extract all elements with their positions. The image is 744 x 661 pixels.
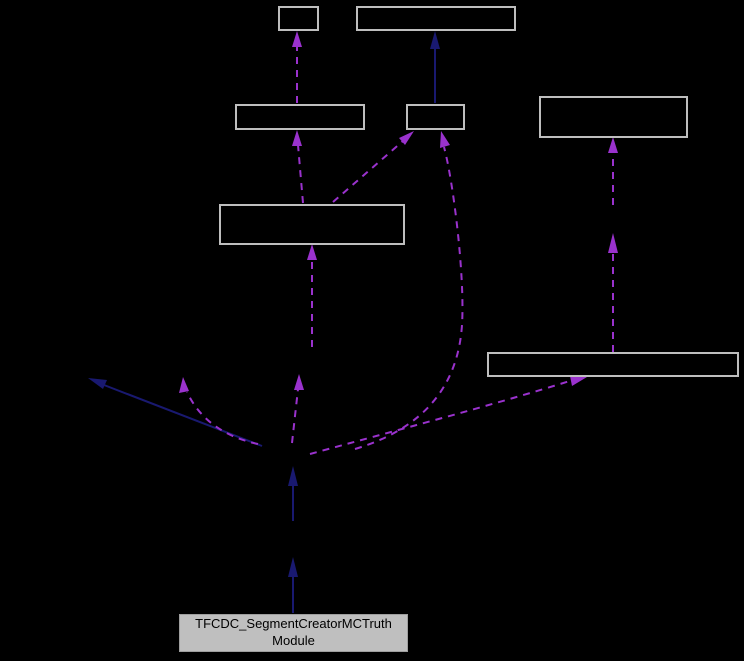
usage-arrowhead: [570, 376, 587, 386]
usage-arrowhead: [307, 244, 317, 260]
node-main-label-line1: TFCDC_SegmentCreatorMCTruth: [195, 616, 392, 632]
usage-edge-hub-up-left: [186, 391, 259, 445]
usage-edge-large-midleft: [297, 144, 304, 204]
usage-edge-hub-arc-midcenter: [354, 146, 464, 450]
node-mid-center[interactable]: [406, 104, 465, 130]
inherit-arrowhead: [288, 466, 298, 486]
usage-arrowhead: [608, 233, 618, 253]
usage-arrowhead: [292, 130, 302, 146]
node-label: [221, 206, 403, 243]
usage-arrowhead: [292, 31, 302, 47]
inherit-arrowhead: [430, 31, 440, 49]
node-label: [237, 106, 363, 128]
node-label: [489, 354, 737, 375]
usage-arrowhead: [179, 377, 189, 393]
usage-arrowhead: [399, 131, 414, 145]
node-label: [358, 8, 514, 29]
node-label: [408, 106, 463, 128]
usage-arrowhead: [440, 131, 450, 148]
usage-edge-large-midcenter: [332, 140, 404, 203]
node-upper-large[interactable]: [219, 204, 405, 245]
node-main-label-line2: Module: [272, 633, 315, 648]
inherit-arrowhead: [288, 557, 298, 577]
usage-arrowhead: [608, 137, 618, 153]
usage-edges: [179, 31, 618, 455]
inherit-arrowhead: [88, 378, 107, 389]
node-main-tfcdc-segmentcreatormctruthmodule: TFCDC_SegmentCreatorMCTruth Module: [179, 614, 408, 652]
node-lower-right[interactable]: [487, 352, 739, 377]
node-label: [541, 98, 686, 136]
usage-edge-hub-up-center: [291, 388, 299, 444]
inheritance-edges: [88, 31, 440, 613]
usage-edge-hub-lowerright: [309, 379, 574, 455]
node-label: [280, 8, 317, 29]
usage-arrowhead: [294, 374, 304, 390]
node-top-small[interactable]: [278, 6, 319, 31]
node-mid-left[interactable]: [235, 104, 365, 130]
node-right[interactable]: [539, 96, 688, 138]
inherit-edge-diagonal-left: [103, 384, 263, 447]
node-top-wide[interactable]: [356, 6, 516, 31]
